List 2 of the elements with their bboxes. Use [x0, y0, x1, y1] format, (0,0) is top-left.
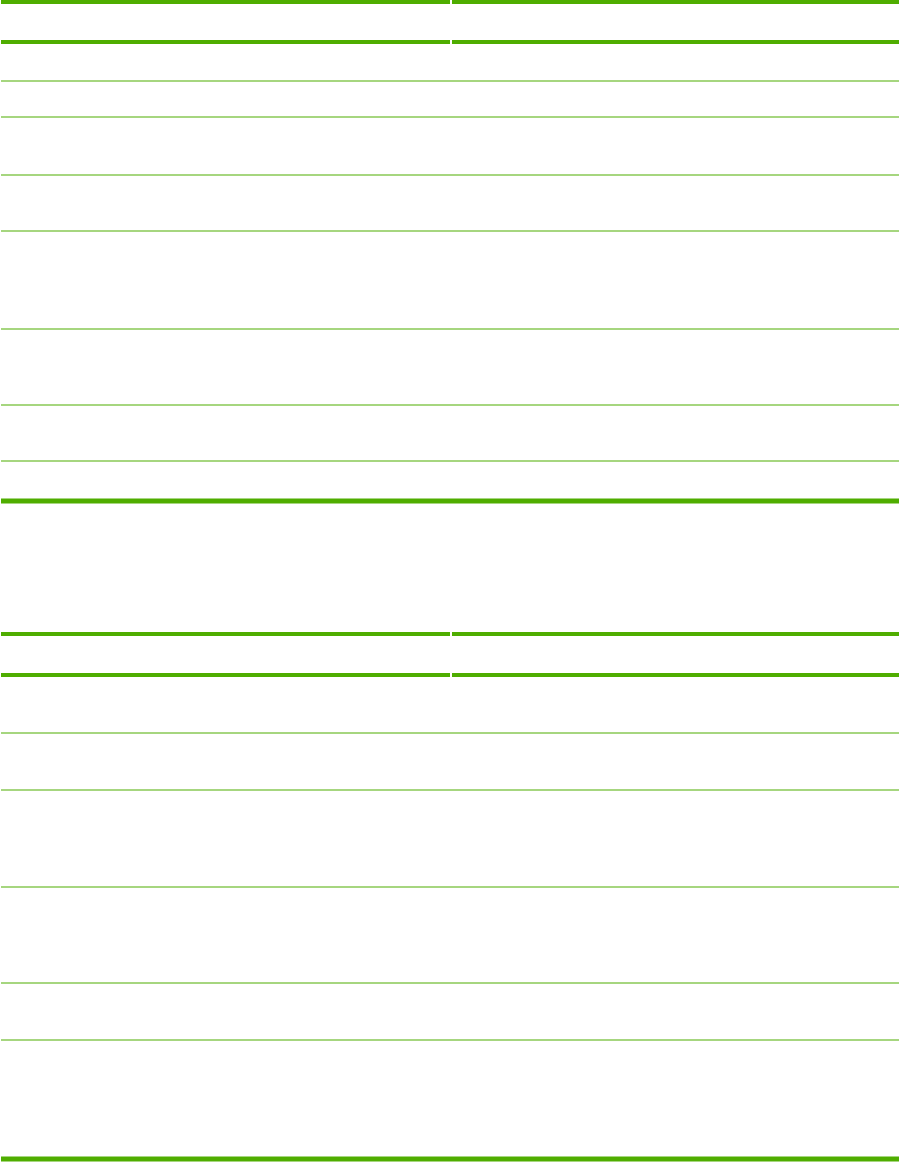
empty-table [0, 632, 901, 1163]
empty-table [0, 0, 901, 505]
